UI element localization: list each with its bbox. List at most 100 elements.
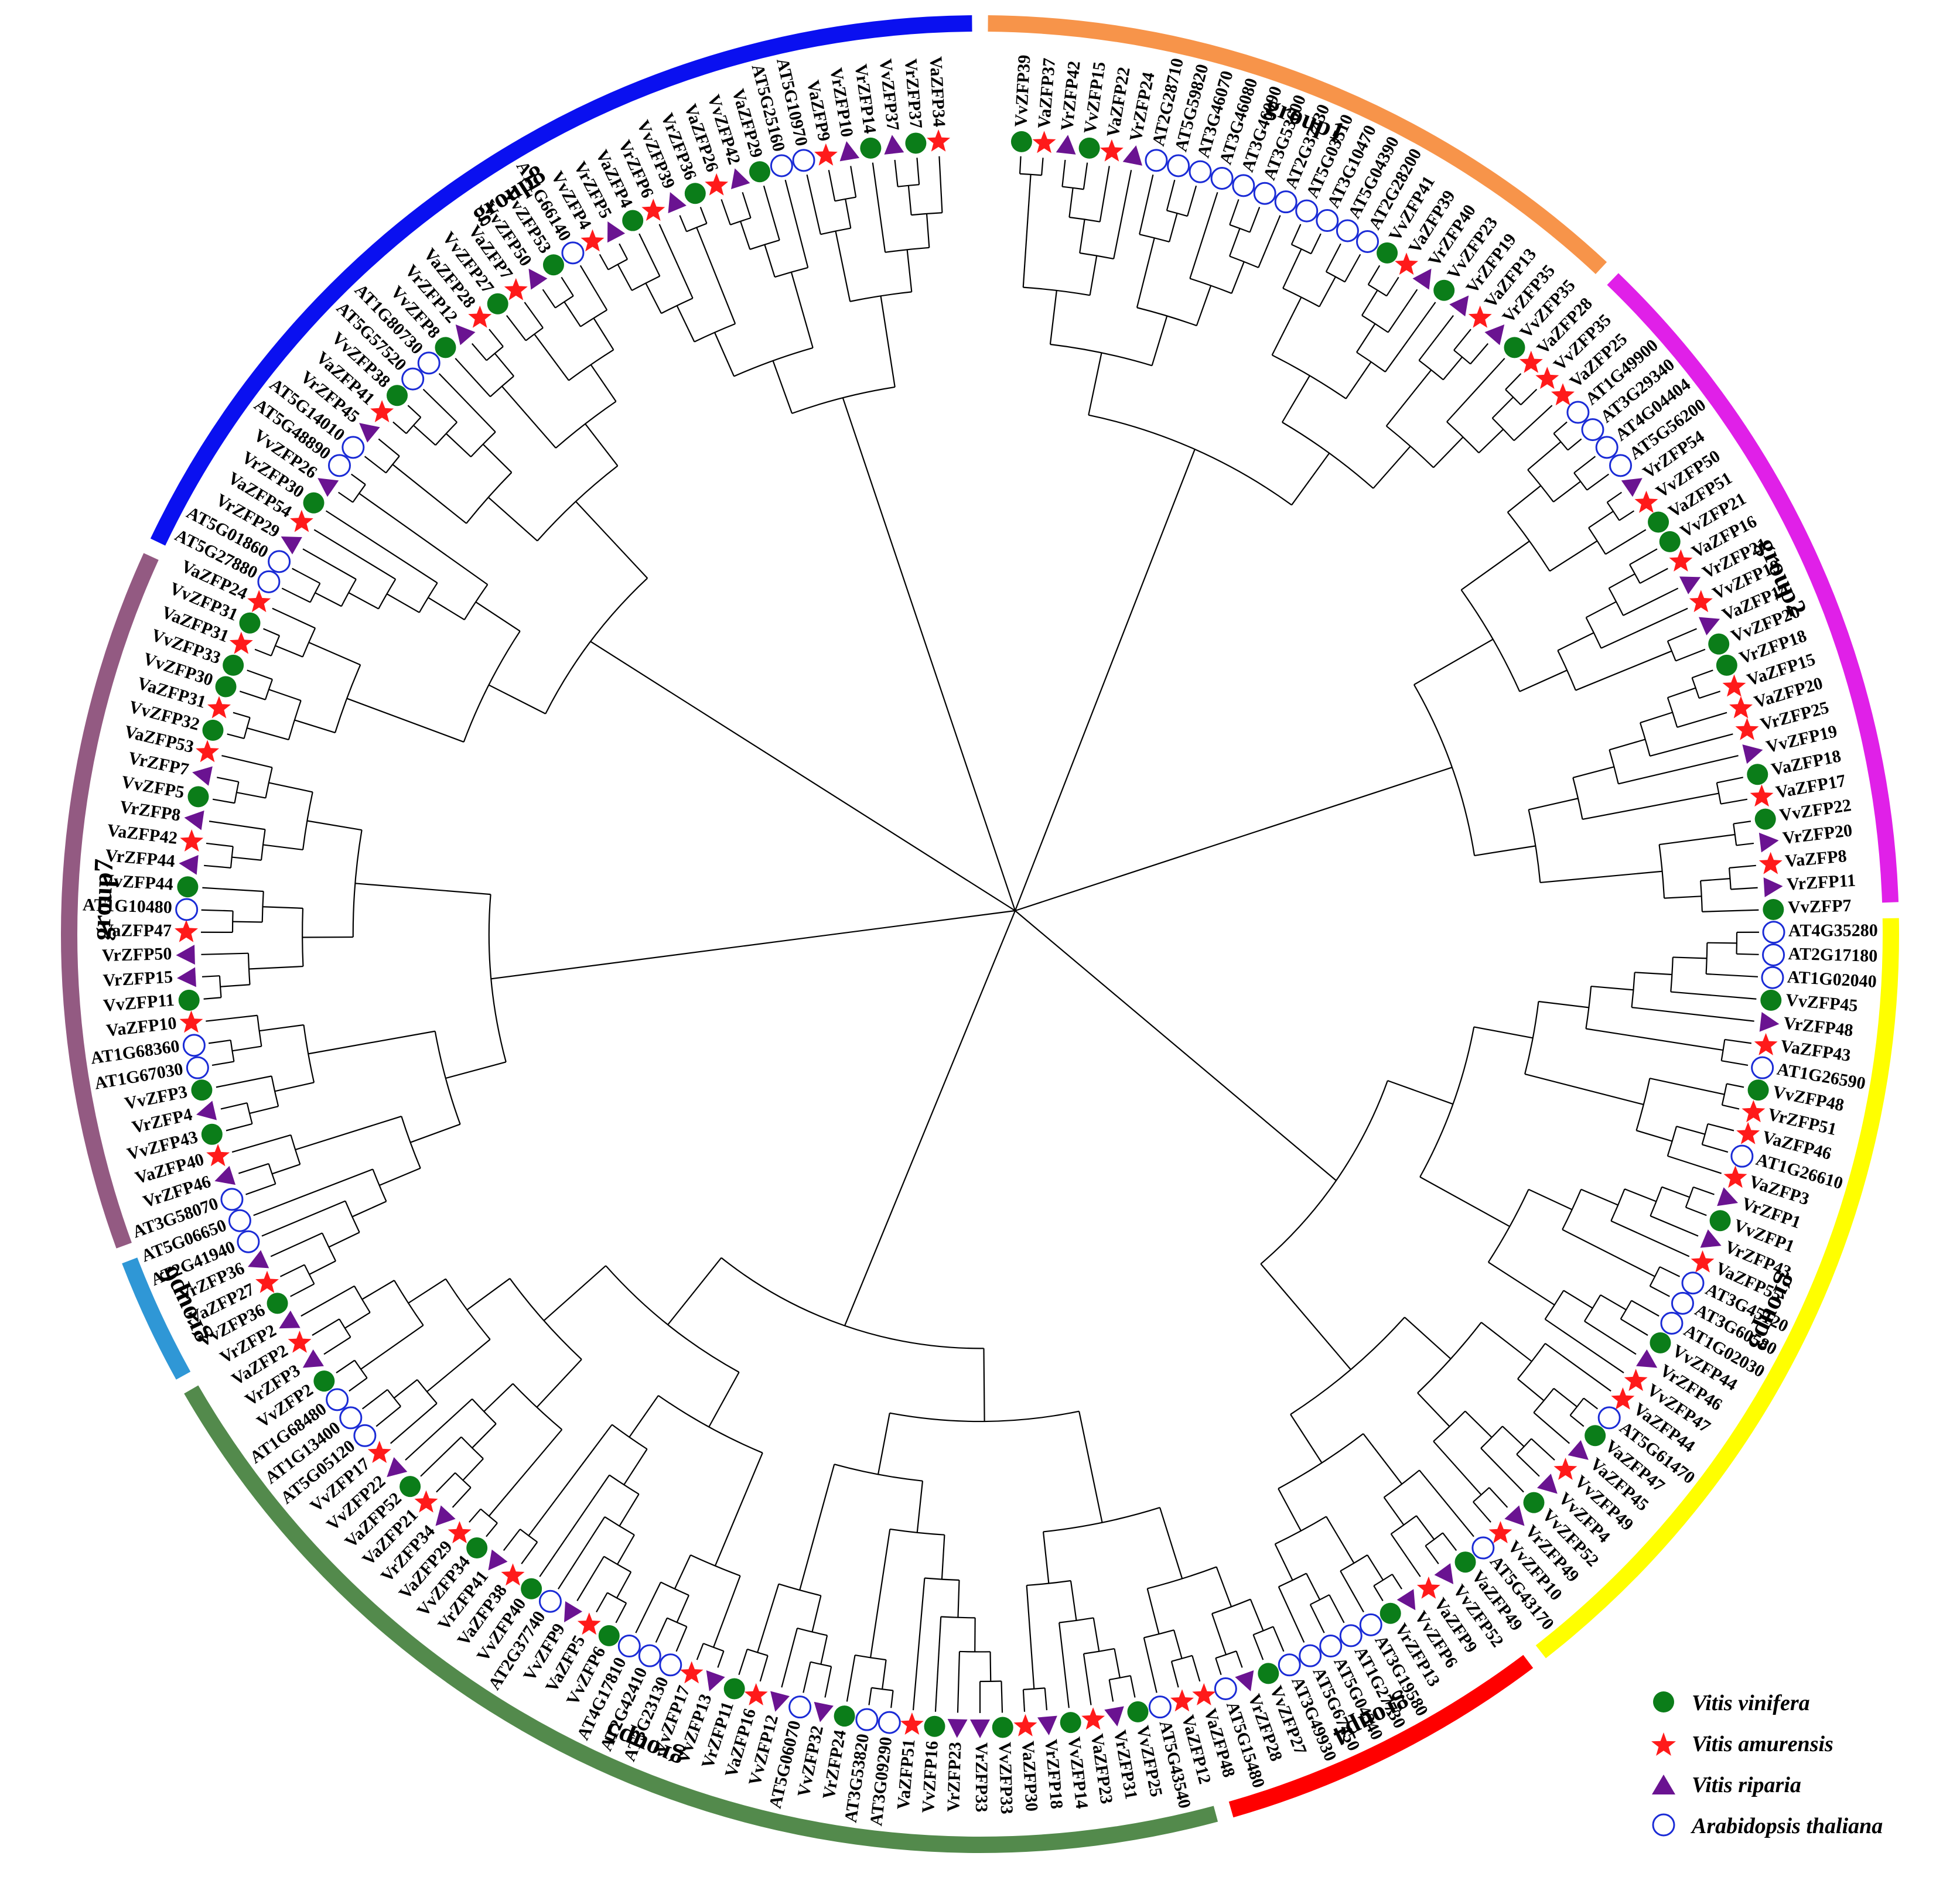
vitis-riparia-marker: [1763, 877, 1783, 898]
branch-line: [216, 777, 239, 783]
vitis-vinifera-marker: [1760, 989, 1782, 1011]
branch-line: [658, 224, 694, 299]
leaf-label: VrZFP42: [1057, 60, 1084, 132]
branch-line: [1583, 1397, 1599, 1410]
branch-line: [1290, 1414, 1323, 1464]
vitis-vinifera-marker: [622, 210, 644, 231]
branch-arc: [1557, 650, 1576, 691]
branch-arc: [1088, 414, 1292, 506]
vitis-amurensis-marker: [1624, 1369, 1648, 1392]
branch-line: [1019, 156, 1022, 174]
leaf-label: VaZFP23: [1087, 1732, 1116, 1805]
branch-line: [806, 174, 821, 235]
branch-line: [699, 207, 708, 224]
branch-line: [1281, 375, 1310, 423]
branch-arc: [555, 295, 574, 309]
leaf-label: VvZFP45: [1785, 990, 1859, 1016]
branch-line: [564, 301, 581, 327]
group-arc: [1535, 918, 1899, 1659]
vitis-vinifera-marker: [1659, 531, 1681, 552]
branch-arc: [1425, 1532, 1443, 1547]
legend-label: Arabidopsis thaliana: [1691, 1814, 1883, 1838]
vitis-amurensis-marker: [1669, 549, 1693, 572]
branch-line: [1520, 388, 1538, 406]
branch-line: [811, 1595, 822, 1632]
branch-line: [1569, 1414, 1585, 1427]
branch-line: [201, 952, 249, 955]
branch-line: [1326, 1516, 1355, 1564]
vitis-riparia-marker: [435, 1505, 456, 1526]
vitis-amurensis-marker: [448, 1521, 472, 1544]
branch-line: [488, 1429, 563, 1517]
branch-arc: [1573, 472, 1588, 491]
branch-line: [216, 1075, 272, 1088]
branch-arc: [604, 1516, 635, 1536]
vitis-riparia-marker: [1621, 478, 1643, 497]
branch-line: [1278, 1488, 1302, 1532]
branch-line: [1191, 1655, 1201, 1682]
vitis-amurensis-marker: [229, 631, 253, 654]
branch-line: [469, 1508, 482, 1523]
branch-arc: [1291, 244, 1312, 255]
vitis-riparia-marker: [177, 967, 196, 987]
branch-arc: [303, 1264, 315, 1284]
branch-arc: [721, 1257, 984, 1349]
branch-line: [307, 820, 362, 831]
arabidopsis-thaliana-marker: [1671, 1291, 1694, 1315]
branch-line: [351, 1201, 387, 1218]
vitis-riparia-marker: [814, 1701, 834, 1722]
branch-line: [1722, 1104, 1740, 1110]
branch-arc: [609, 1474, 640, 1495]
branch-line: [1502, 1425, 1525, 1447]
branch-line: [1516, 1454, 1540, 1477]
branch-line: [1664, 895, 1702, 899]
branch-arc: [1253, 1626, 1273, 1636]
branch-arc: [288, 700, 302, 740]
branch-line: [1014, 449, 1196, 911]
branch-arc: [455, 1472, 472, 1488]
vitis-amurensis-marker: [577, 1612, 601, 1635]
branch-arc: [1705, 942, 1708, 975]
vitis-riparia-marker: [196, 1100, 217, 1120]
branch-line: [1260, 1263, 1351, 1370]
vitis-amurensis-marker: [1729, 696, 1753, 719]
branch-line: [528, 1424, 613, 1536]
branch-line: [360, 1324, 424, 1370]
branch-line: [1387, 289, 1418, 333]
branch-line: [1557, 632, 1594, 651]
arabidopsis-thaliana-marker: [326, 1388, 349, 1411]
branch-arc: [660, 1581, 689, 1596]
branch-line: [1519, 669, 1568, 692]
branch-line: [263, 628, 280, 637]
branch-line: [872, 162, 886, 252]
vitis-vinifera-marker: [542, 254, 564, 276]
branch-arc: [416, 1379, 438, 1404]
branch-arc: [580, 309, 607, 327]
branch-line: [1605, 529, 1647, 555]
leaf-label: VrZFP15: [103, 968, 173, 990]
branch-line: [1702, 909, 1759, 912]
branch-arc: [703, 1643, 724, 1652]
leaf-label: VvZFP33: [995, 1742, 1017, 1814]
branch-line: [247, 669, 273, 680]
branch-arc: [1527, 469, 1554, 502]
branch-line: [247, 727, 289, 741]
branch-line: [1387, 1080, 1453, 1105]
branch-line: [558, 1516, 606, 1589]
branch-line: [1404, 1317, 1452, 1360]
branch-arc: [1419, 1027, 1475, 1178]
branch-line: [907, 185, 912, 216]
leaf-label: VaZFP10: [105, 1013, 178, 1040]
branch-line: [1026, 1585, 1035, 1689]
branch-line: [426, 1339, 491, 1393]
branch-line: [325, 510, 438, 584]
branch-line: [466, 1278, 511, 1311]
vitis-riparia-marker: [387, 1457, 408, 1478]
branch-line: [275, 645, 303, 658]
arabidopsis-thaliana-marker: [1299, 1644, 1322, 1667]
branch-line: [820, 1635, 828, 1664]
vitis-vinifera-marker: [399, 1476, 421, 1498]
branch-line: [1413, 638, 1494, 685]
vitis-vinifera-marker: [386, 385, 408, 406]
vitis-vinifera-marker: [1763, 898, 1784, 920]
